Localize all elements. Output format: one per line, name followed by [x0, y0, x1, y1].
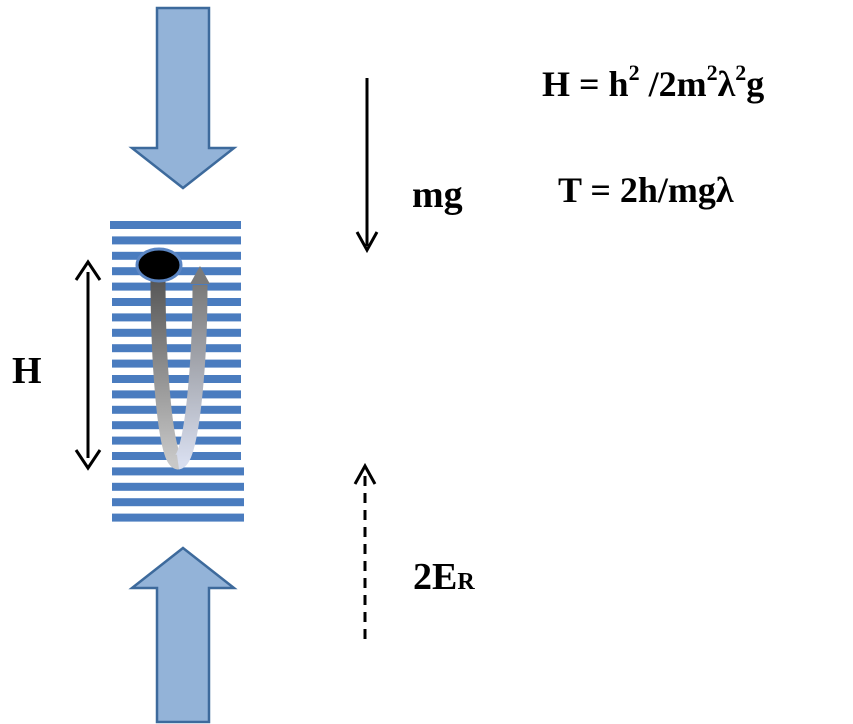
lattice-stripe [112, 344, 241, 353]
bottom-laser-arrow [128, 546, 238, 724]
lattice-stripe [112, 482, 244, 491]
atom [135, 247, 183, 283]
lattice-stripe [112, 513, 244, 522]
recoil-dashed-arrow [353, 462, 377, 643]
lattice-stripe [112, 436, 241, 445]
lattice-stripe [112, 236, 241, 245]
top-laser-arrow [128, 6, 238, 190]
lattice-stripe [112, 405, 241, 414]
lattice-stripe [112, 390, 241, 399]
gravity-arrow [355, 78, 379, 254]
lattice-stripe [112, 328, 241, 337]
height-double-arrow [74, 259, 102, 471]
atom-trajectory [150, 266, 210, 470]
recoil-energy-label: 2ER [413, 556, 475, 598]
gravity-label: mg [412, 174, 463, 216]
height-label: H [12, 350, 42, 392]
period-equation: T = 2h/mgλ [558, 170, 734, 210]
lattice-stripe [112, 313, 241, 322]
trajectory-arrowhead [190, 266, 210, 284]
lattice-stripe [112, 498, 244, 507]
lattice-stripe [112, 359, 241, 368]
lattice-stripe [112, 467, 244, 476]
lattice-stripe [110, 221, 241, 229]
height-equation: H = h2 /2m2λ2g [542, 60, 765, 104]
lattice-stripe [112, 421, 241, 430]
lattice-stripe [112, 298, 241, 306]
lattice-stripe [112, 375, 241, 383]
lattice-stripe [112, 282, 241, 291]
